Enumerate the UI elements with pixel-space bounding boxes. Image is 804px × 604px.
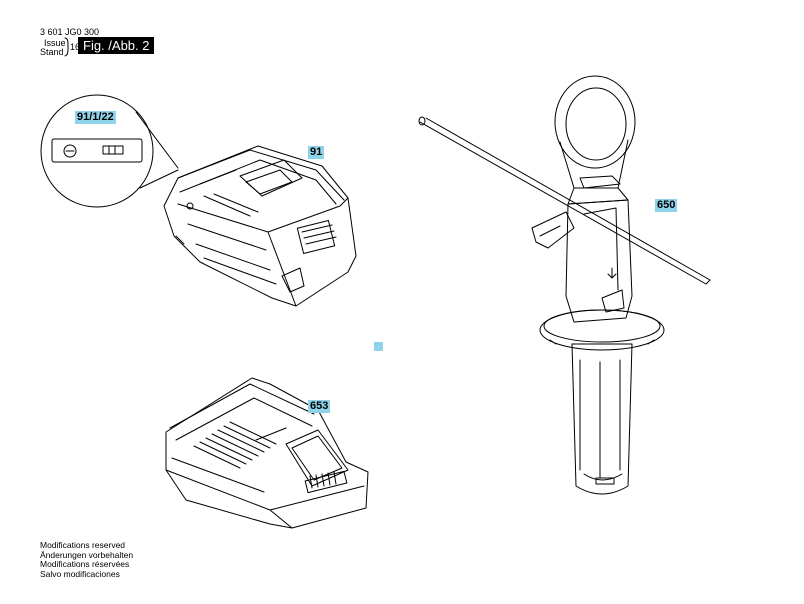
callout-charger-653: 653 <box>308 400 331 413</box>
part-number: 3 601 JG0 300 <box>40 27 100 37</box>
footer-line-de: Änderungen vorbehalten <box>40 549 134 560</box>
detail-magnifier <box>40 94 179 208</box>
footer-notice: Modifications reserved Änderungen vorbeh… <box>40 540 134 579</box>
charger <box>165 377 369 529</box>
auxiliary-handle <box>418 75 711 495</box>
footer-line-en: Modifications reserved <box>40 540 126 550</box>
footer-line-es: Salvo modificaciones <box>40 568 120 579</box>
battery-fuel-gauge <box>296 220 336 254</box>
battery-slide-rail <box>239 159 303 197</box>
header-bracket <box>64 37 69 57</box>
detail-label-plate <box>51 138 143 163</box>
charger-slot <box>285 429 349 487</box>
battery-pack <box>163 145 357 307</box>
detail-screw-icon <box>63 144 77 158</box>
footer-line-fr: Modifications réservées <box>40 559 130 569</box>
centre-marker <box>374 342 383 351</box>
figure-label: Fig. /Abb. 2 <box>78 37 155 54</box>
callout-battery-91: 91 <box>308 146 325 159</box>
handle-button-icon <box>601 289 625 313</box>
callout-detail-91-1-22: 91/1/22 <box>75 111 116 124</box>
issue-label: Issue <box>44 38 66 48</box>
battery-latch-icon <box>186 202 194 210</box>
charger-vent <box>304 470 348 494</box>
stand-label: Stand <box>40 47 64 57</box>
arrow-down-icon <box>607 267 617 279</box>
callout-handle-650: 650 <box>655 199 678 212</box>
